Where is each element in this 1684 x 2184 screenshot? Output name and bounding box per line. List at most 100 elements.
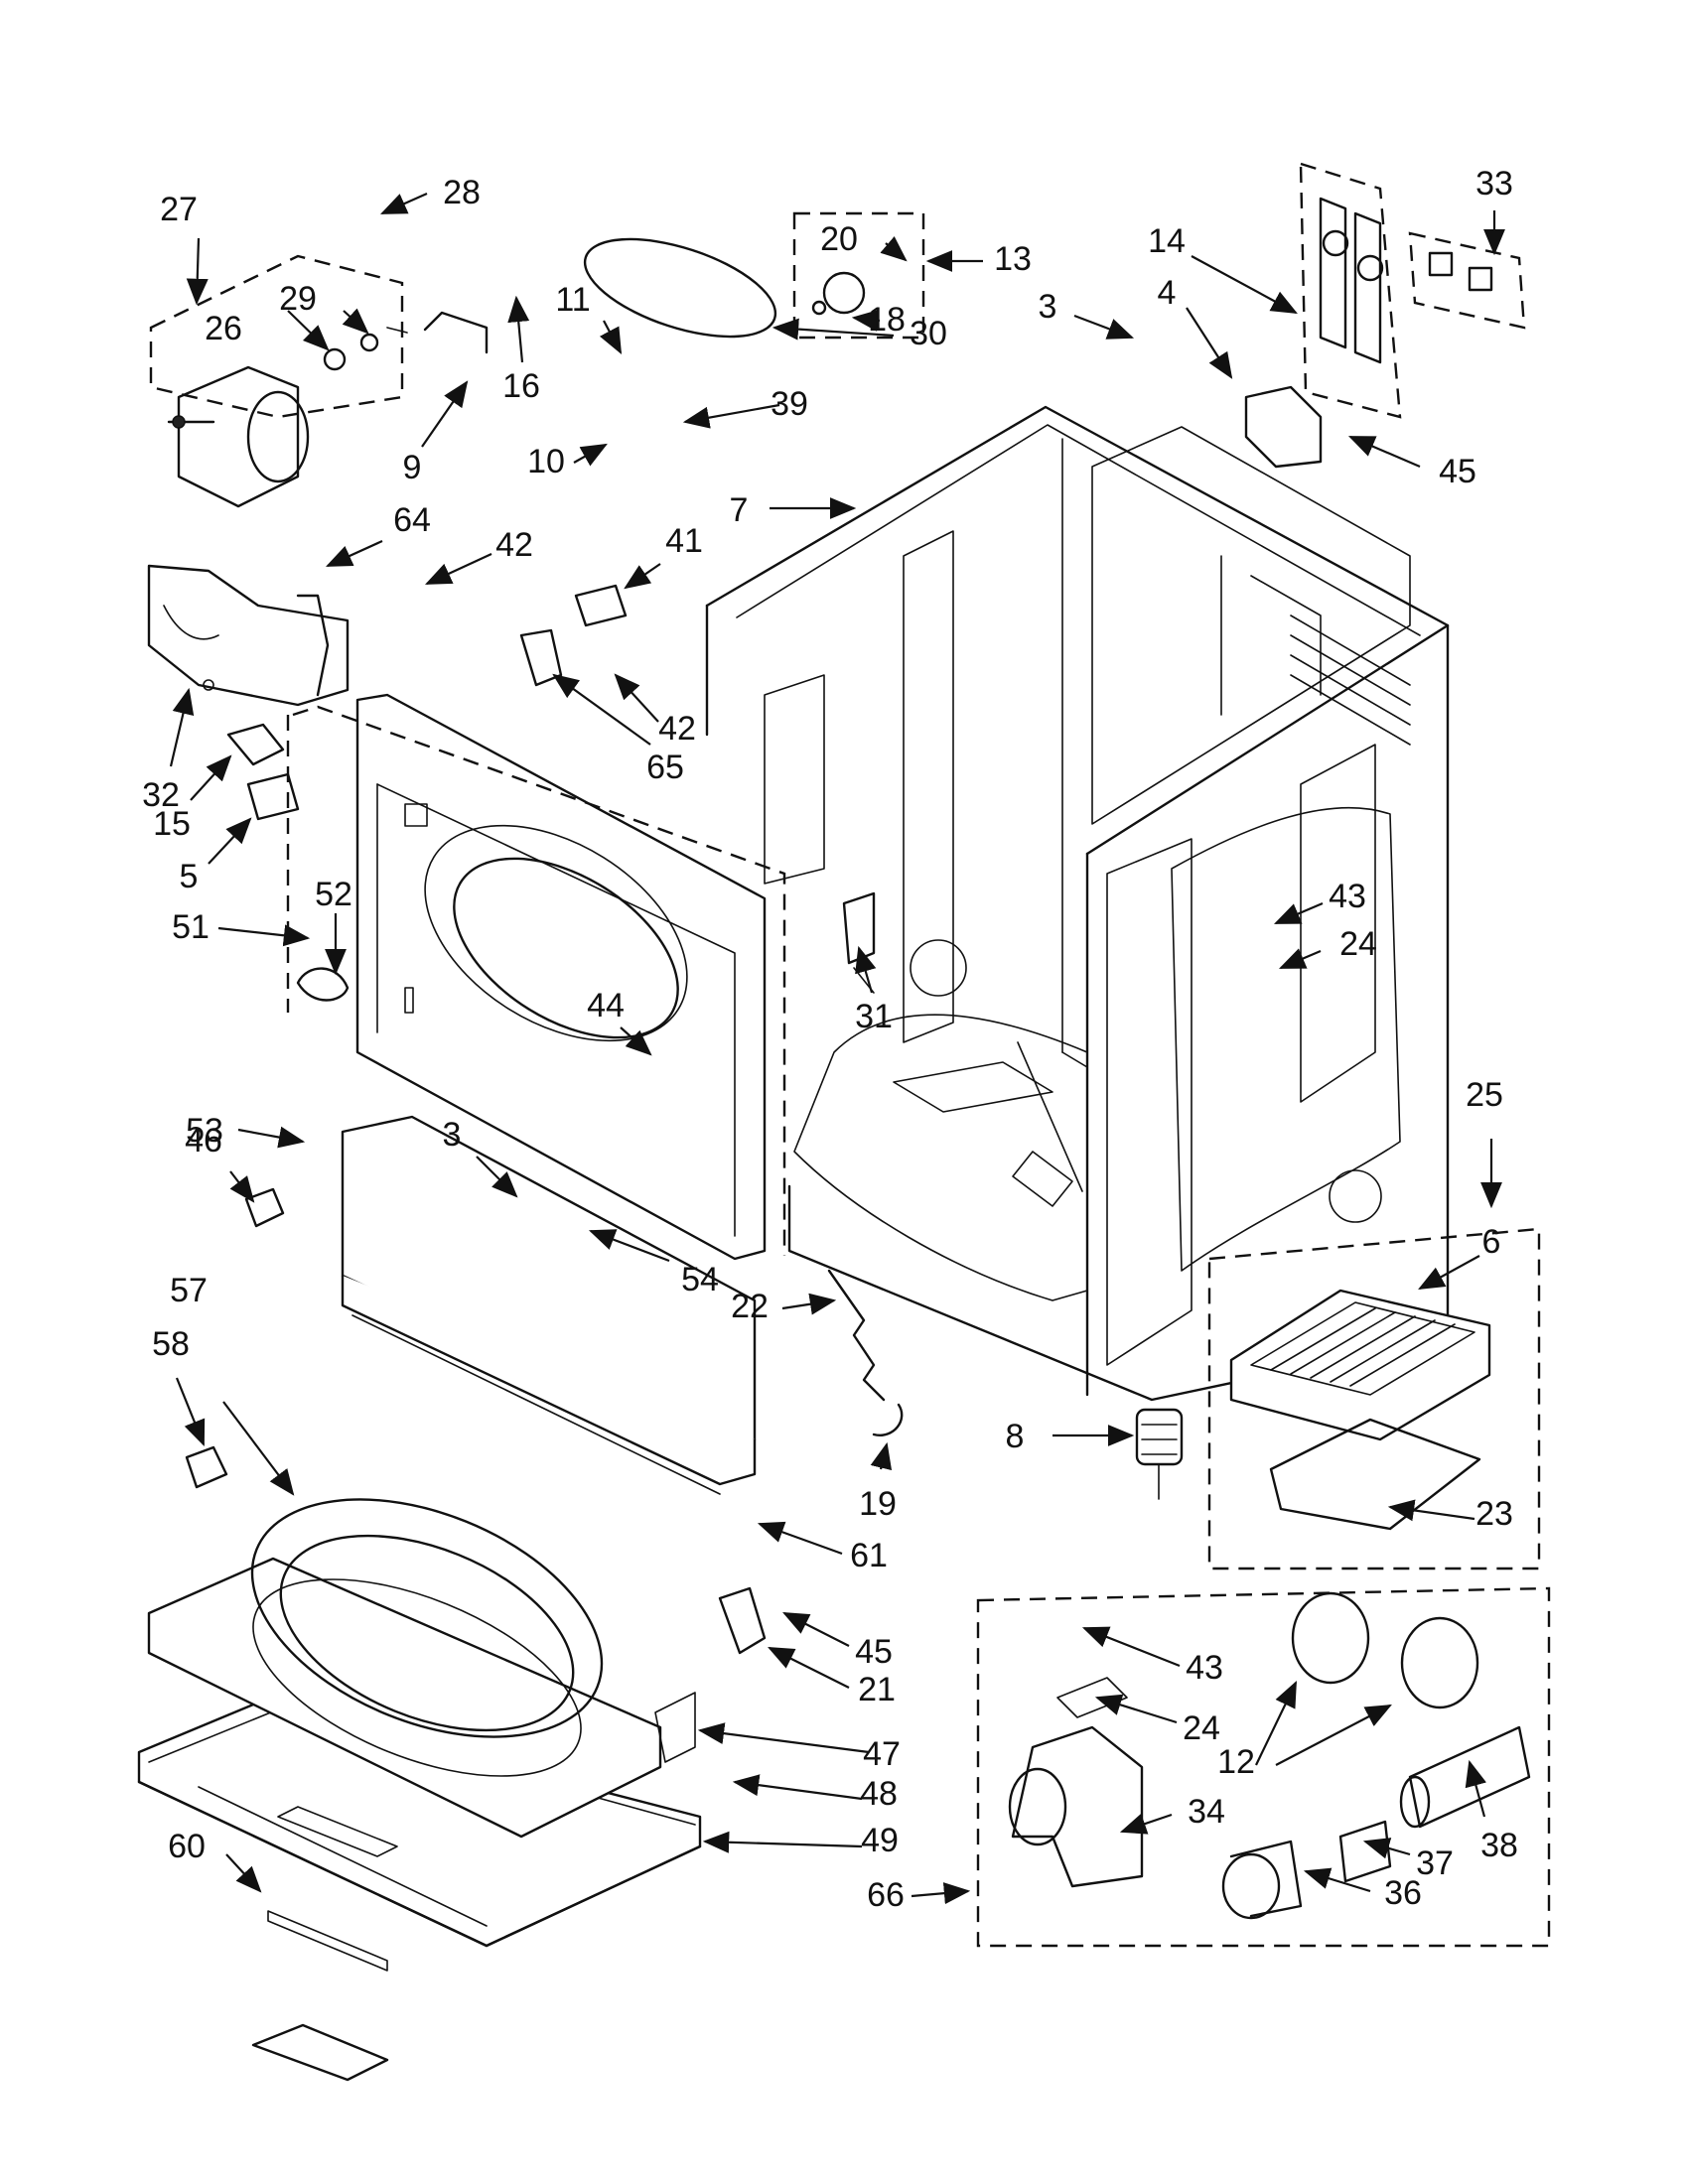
callout-label-c24b: 24 — [1183, 1709, 1220, 1747]
leader-47 — [697, 1722, 870, 1754]
callout-label-c25: 25 — [1466, 1076, 1503, 1114]
leader-57 — [222, 1401, 295, 1496]
leader-24a — [1278, 948, 1322, 970]
callout-label-c11: 11 — [555, 281, 590, 319]
leader-31 — [855, 945, 877, 994]
callout-label-c51: 51 — [172, 908, 210, 946]
callout-label-c43b: 43 — [1186, 1649, 1223, 1687]
controls-drawing — [1244, 162, 1526, 469]
leader-42a — [425, 553, 492, 585]
callout-label-c12: 12 — [1217, 1743, 1255, 1781]
callout-label-c20: 20 — [820, 220, 858, 258]
leader-49 — [702, 1831, 863, 1853]
leader-6 — [1418, 1255, 1480, 1291]
leader-45a — [1347, 435, 1421, 469]
callout-label-c3a: 3 — [1039, 288, 1057, 326]
leader-10 — [573, 443, 608, 467]
leader-42b — [614, 673, 659, 723]
callout-label-c14: 14 — [1148, 222, 1186, 260]
callout-label-c16: 16 — [502, 367, 540, 405]
callout-label-c7: 7 — [730, 491, 749, 529]
callout-label-c61: 61 — [850, 1537, 888, 1574]
door-assembly-drawing — [147, 1498, 696, 1839]
callout-label-c8: 8 — [1006, 1418, 1025, 1455]
cabinet-drawing — [705, 405, 1450, 1402]
callout-label-c57: 57 — [170, 1272, 208, 1309]
leader-29 — [342, 308, 369, 335]
leader-43a — [1273, 901, 1324, 925]
leader-58 — [175, 1377, 206, 1447]
leader-53 — [237, 1126, 306, 1149]
leader-32 — [169, 687, 195, 767]
motor-bracket-drawing — [147, 564, 350, 707]
leader-23 — [1387, 1499, 1475, 1522]
belt-drawing — [583, 237, 777, 339]
callout-label-c5: 5 — [180, 858, 199, 895]
leveling-leg-drawing — [1135, 1408, 1184, 1500]
callout-label-c30: 30 — [910, 315, 947, 352]
leader-20 — [880, 235, 908, 262]
leader-39 — [682, 403, 780, 429]
spring-drawing — [827, 1269, 904, 1436]
leader-45b — [782, 1612, 850, 1647]
callout-label-c22: 22 — [731, 1288, 769, 1325]
callout-label-c65: 65 — [646, 749, 684, 786]
callout-label-c58: 58 — [152, 1325, 190, 1363]
lint-screen-drawing — [1207, 1227, 1541, 1570]
callout-label-c48: 48 — [860, 1775, 898, 1813]
leader-24b — [1094, 1694, 1178, 1724]
callout-label-c53: 53 — [186, 1112, 223, 1150]
callout-label-c28: 28 — [443, 174, 481, 211]
callout-label-c42b: 42 — [658, 710, 696, 748]
leader-18 — [851, 309, 881, 332]
leader-44 — [620, 1026, 652, 1056]
callout-label-c36: 36 — [1384, 1874, 1422, 1912]
callout-label-c38: 38 — [1480, 1827, 1518, 1864]
leader-4 — [1186, 307, 1233, 379]
callout-label-c18: 18 — [868, 301, 906, 339]
leader-37 — [1362, 1838, 1411, 1859]
callout-label-c3b: 3 — [443, 1116, 462, 1154]
leader-22 — [781, 1293, 837, 1315]
leader-48 — [732, 1774, 863, 1801]
callout-label-c54: 54 — [681, 1261, 719, 1298]
leader-11 — [599, 320, 623, 354]
small-parts-drawing — [185, 967, 767, 2082]
leader-60 — [225, 1853, 262, 1893]
leader-51 — [217, 924, 311, 947]
callout-label-c43a: 43 — [1329, 878, 1366, 915]
callout-label-c29: 29 — [279, 280, 317, 318]
pulley-drawing — [792, 211, 925, 340]
callout-label-c39: 39 — [771, 385, 808, 423]
callout-label-c47: 47 — [863, 1735, 901, 1773]
callout-label-c46: 46 — [185, 1122, 222, 1160]
callout-label-c32: 32 — [142, 776, 180, 814]
leader-46 — [229, 1170, 255, 1203]
callout-label-c9: 9 — [403, 449, 422, 486]
callout-label-c45b: 45 — [855, 1633, 893, 1671]
leader-65 — [552, 673, 651, 746]
leader-3b — [476, 1156, 518, 1198]
front-panel-drawing — [286, 693, 786, 1261]
leader-26 — [287, 310, 330, 351]
callout-label-c23: 23 — [1475, 1495, 1513, 1533]
callout-label-c31: 31 — [855, 998, 893, 1035]
callout-label-c19: 19 — [859, 1485, 897, 1523]
callout-label-c60: 60 — [168, 1828, 206, 1865]
callout-label-c27: 27 — [160, 191, 198, 228]
leader-36 — [1303, 1867, 1371, 1893]
callout-label-c6: 6 — [1482, 1223, 1501, 1261]
leader-61 — [757, 1521, 843, 1556]
exhaust-kit-drawing — [976, 1586, 1551, 1948]
leader-lines — [169, 192, 1505, 1905]
leader-16 — [507, 295, 530, 363]
callout-label-c66: 66 — [867, 1876, 905, 1914]
callout-label-c45a: 45 — [1439, 453, 1476, 490]
leader-12a — [1255, 1681, 1297, 1766]
callout-label-c34: 34 — [1188, 1793, 1225, 1831]
callout-label-c64: 64 — [393, 501, 431, 539]
callout-label-c13: 13 — [994, 240, 1032, 278]
callout-label-c37: 37 — [1416, 1844, 1454, 1882]
